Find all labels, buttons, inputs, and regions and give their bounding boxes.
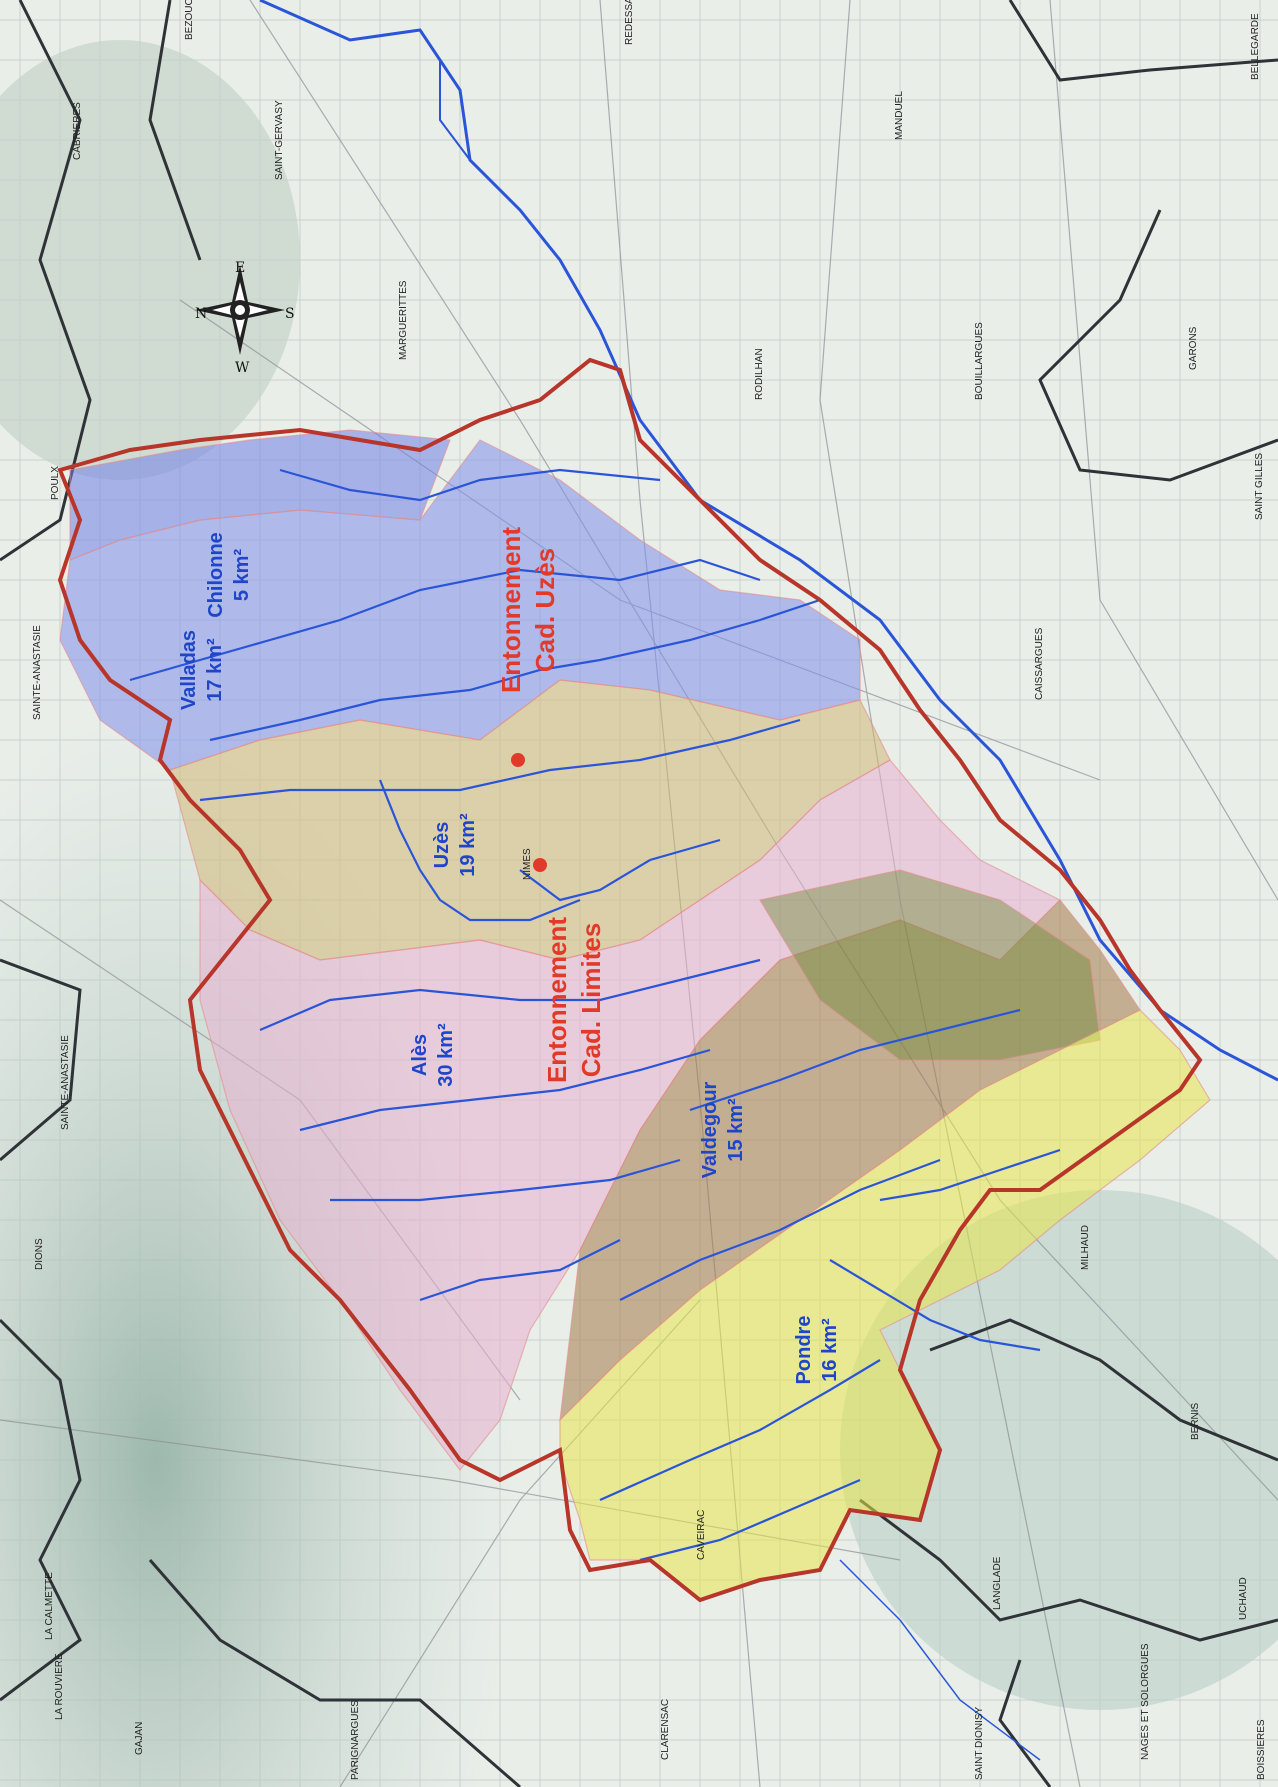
place-langlade: LANGLADE <box>992 1556 1003 1610</box>
compass-north: N <box>195 306 207 322</box>
forest-area-bottom-right <box>840 1190 1278 1710</box>
place-manduel: MANDUEL <box>894 91 905 140</box>
place-la-rouviere: LA ROUVIERE <box>54 1653 65 1720</box>
place-redessan: REDESSAN <box>624 0 635 45</box>
basin-streams <box>129 468 1061 1562</box>
place-marguerittes: MARGUERITTES <box>398 280 409 360</box>
place-caissargues: CAISSARGUES <box>1034 627 1045 700</box>
place-la-calmette: LA CALMETTE <box>44 1572 55 1640</box>
place-sainte-anastasie-left: SAINTE-ANASTASIE <box>60 1035 71 1130</box>
basin-area-chilonne: 5 km² <box>231 549 253 602</box>
place-bernis: BERNIS <box>1190 1402 1201 1440</box>
basin-area-valladas: 17 km² <box>204 638 226 702</box>
outlet-limites-line2: Cad. Limites <box>576 923 606 1078</box>
outlet-uzes-line1: Entonnement <box>496 527 526 693</box>
place-bezouce: BEZOUCE <box>184 0 195 40</box>
place-poulx: POULX <box>50 466 61 500</box>
place-garons: GARONS <box>1188 326 1199 370</box>
place-nimes: NIMES <box>522 848 533 880</box>
basin-label-valdegour: Valdegour <box>699 1081 721 1178</box>
place-milhaud: MILHAUD <box>1080 1225 1091 1270</box>
place-sainte-anastasie-top: SAINTE-ANASTASIE <box>32 625 43 720</box>
place-labels: BEZOUCE REDESSAN BELLEGARDE CABRIERES SA… <box>32 0 1267 1780</box>
outlet-point-limites[interactable] <box>533 858 547 872</box>
place-saint-gilles: SAINT GILLES <box>1254 453 1265 520</box>
basin-label-valladas: Valladas <box>178 630 200 710</box>
outlet-limites-line1: Entonnement <box>542 917 572 1083</box>
outlet-point-uzes[interactable] <box>511 753 525 767</box>
place-gajan: GAJAN <box>134 1722 145 1755</box>
place-caveirac: CAVEIRAC <box>696 1510 707 1560</box>
outlet-uzes-line2: Cad. Uzès <box>530 548 560 672</box>
place-uchaud: UCHAUD <box>1238 1577 1249 1620</box>
compass-rose <box>195 265 285 355</box>
place-cabrieres: CABRIERES <box>72 102 83 160</box>
basin-area-uzes: 19 km² <box>457 813 479 877</box>
outlet-labels: Entonnement Cad. Uzès Entonnement Cad. L… <box>496 527 606 1083</box>
place-bouillargues: BOUILLARGUES <box>974 322 985 400</box>
compass-east: E <box>235 260 245 276</box>
place-bellegarde: BELLEGARDE <box>1250 13 1261 80</box>
river-tributary-bottom <box>839 1559 1041 1761</box>
place-nages-et-solorgues: NAGES ET SOLORGUES <box>1140 1643 1151 1760</box>
basin-label-pondre: Pondre <box>793 1316 815 1385</box>
basin-area-valdegour: 15 km² <box>725 1098 747 1162</box>
basin-label-uzes: Uzès <box>431 822 453 869</box>
place-parignargues: PARIGNARGUES <box>350 1700 361 1780</box>
place-rodilhan: RODILHAN <box>754 348 765 400</box>
basin-area-ales: 30 km² <box>435 1023 457 1087</box>
compass-west: W <box>235 360 250 376</box>
forest-area-top-left <box>0 40 300 480</box>
compass-south: S <box>285 306 295 322</box>
basin-label-ales: Alès <box>409 1034 431 1076</box>
basin-labels: Chilonne 5 km² Valladas 17 km² Uzès 19 k… <box>178 532 841 1384</box>
watershed-basins <box>59 429 1211 1601</box>
study-area-boundary[interactable] <box>57 357 1203 1603</box>
place-dions: DIONS <box>34 1238 45 1270</box>
place-boissieres: BOISSIERES <box>1256 1719 1267 1780</box>
place-saint-dionisy: SAINT DIONISY <box>974 1707 985 1780</box>
basin-label-chilonne: Chilonne <box>205 532 227 618</box>
river-tributary-top <box>419 29 471 161</box>
place-clarensac: CLARENSAC <box>660 1699 671 1760</box>
place-saint-gervasy: SAINT-GERVASY <box>274 100 285 180</box>
basin-area-pondre: 16 km² <box>819 1318 841 1382</box>
